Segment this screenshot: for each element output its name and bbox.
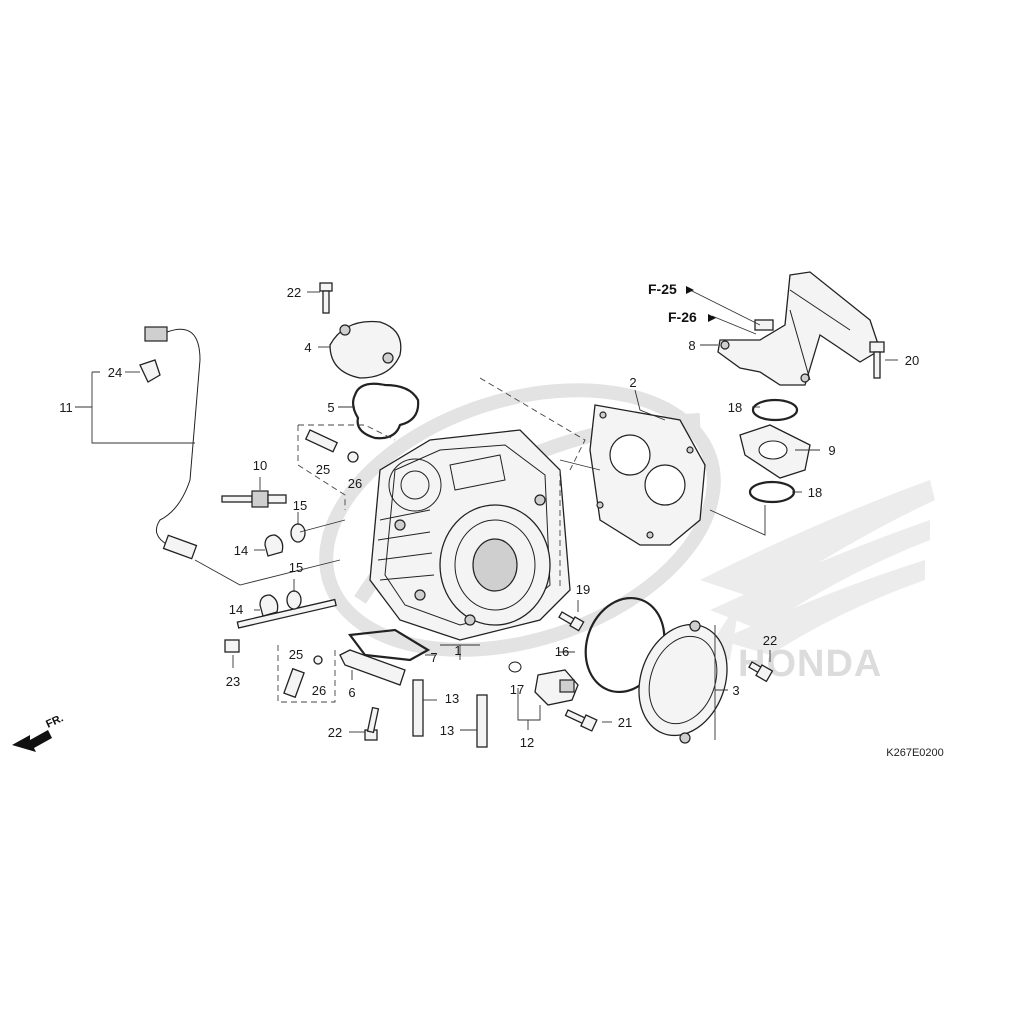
callout-10: 10 bbox=[253, 458, 267, 473]
cam-cap bbox=[329, 320, 402, 379]
bolt-20 bbox=[869, 341, 885, 379]
callout-18-a: 18 bbox=[728, 400, 742, 415]
valve-seal-26-bottom bbox=[313, 655, 323, 665]
figure-references: F-25 F-26 bbox=[648, 281, 716, 325]
bolt-22-right bbox=[748, 661, 774, 683]
honda-wordmark: HONDA bbox=[738, 643, 882, 685]
bolt-19 bbox=[558, 611, 585, 632]
callout-20: 20 bbox=[905, 353, 919, 368]
ref-f25: F-25 bbox=[648, 281, 677, 297]
stud-13-left bbox=[412, 679, 424, 737]
sensor-12 bbox=[534, 669, 579, 706]
callout-22-c: 22 bbox=[328, 725, 342, 740]
bolt-23 bbox=[224, 598, 337, 653]
stud-13-right bbox=[476, 694, 488, 748]
washer-15-upper bbox=[290, 523, 306, 543]
gasket-7 bbox=[347, 628, 431, 662]
callout-25-b: 25 bbox=[289, 647, 303, 662]
front-arrow-icon bbox=[12, 730, 52, 752]
o-ring-5 bbox=[351, 382, 420, 440]
cap-nut-14-upper bbox=[264, 534, 284, 557]
diagram-code: K267E0200 bbox=[886, 747, 944, 759]
intake-pipe bbox=[717, 271, 881, 386]
valve-guide-25-top bbox=[304, 429, 339, 453]
callout-4: 4 bbox=[304, 340, 311, 355]
callout-19: 19 bbox=[576, 582, 590, 597]
o-ring-18-lower bbox=[748, 480, 796, 504]
callout-14-b: 14 bbox=[229, 602, 243, 617]
arrow-icon bbox=[708, 314, 716, 322]
callout-12: 12 bbox=[520, 735, 534, 750]
callout-22-b: 22 bbox=[763, 633, 777, 648]
washer-15-lower bbox=[286, 590, 302, 610]
chain-guide-6 bbox=[339, 649, 406, 686]
callout-13-b: 13 bbox=[440, 723, 454, 738]
front-indicator: FR. bbox=[12, 712, 65, 752]
callout-7: 7 bbox=[430, 650, 437, 665]
insulator-9 bbox=[739, 424, 811, 479]
arrow-icon bbox=[686, 286, 694, 294]
callout-16: 16 bbox=[555, 644, 569, 659]
cylinder-gasket bbox=[589, 404, 706, 546]
callout-26-b: 26 bbox=[312, 683, 326, 698]
callout-15-a: 15 bbox=[293, 498, 307, 513]
bolt-22-top bbox=[319, 282, 333, 314]
group-outline-head bbox=[297, 424, 396, 510]
callout-21: 21 bbox=[618, 715, 632, 730]
valve-guide-25-bottom bbox=[283, 667, 305, 699]
callout-14-a: 14 bbox=[234, 543, 248, 558]
callout-23: 23 bbox=[226, 674, 240, 689]
bolt-21 bbox=[564, 709, 598, 732]
callouts: 1 2 3 4 5 6 7 8 9 10 11 12 13 13 14 14 1… bbox=[59, 285, 919, 750]
cylinder-head bbox=[369, 429, 571, 641]
callout-3: 3 bbox=[732, 683, 739, 698]
group-outline-bottom bbox=[277, 645, 336, 703]
callout-11: 11 bbox=[59, 400, 73, 415]
valve-seal-26-top bbox=[347, 451, 359, 463]
washer-17 bbox=[508, 661, 522, 673]
o-ring-18-upper bbox=[751, 398, 799, 422]
callout-25-a: 25 bbox=[316, 462, 330, 477]
cap-nut-14-lower bbox=[259, 594, 279, 617]
callout-13-a: 13 bbox=[445, 691, 459, 706]
callout-26-a: 26 bbox=[348, 476, 362, 491]
honda-wing-logo: HONDA bbox=[700, 480, 935, 685]
ref-f26: F-26 bbox=[668, 309, 697, 325]
bolt-22-bottom bbox=[364, 706, 380, 741]
group-outline-gasket bbox=[479, 377, 586, 590]
callout-2: 2 bbox=[629, 375, 636, 390]
front-label: FR. bbox=[44, 712, 65, 730]
callout-5: 5 bbox=[327, 400, 334, 415]
side-cover-3 bbox=[638, 620, 728, 744]
leader-lines bbox=[75, 289, 898, 740]
callout-24: 24 bbox=[108, 365, 122, 380]
callout-9: 9 bbox=[828, 443, 835, 458]
callout-17: 17 bbox=[510, 682, 524, 697]
clip-24 bbox=[139, 359, 161, 383]
callout-6: 6 bbox=[348, 685, 355, 700]
spark-plug-10 bbox=[221, 490, 287, 508]
o2-sensor-11 bbox=[144, 326, 201, 560]
callout-8: 8 bbox=[688, 338, 695, 353]
callout-18-b: 18 bbox=[808, 485, 822, 500]
callout-15-b: 15 bbox=[289, 560, 303, 575]
callout-1: 1 bbox=[454, 643, 461, 658]
callout-22-a: 22 bbox=[287, 285, 301, 300]
